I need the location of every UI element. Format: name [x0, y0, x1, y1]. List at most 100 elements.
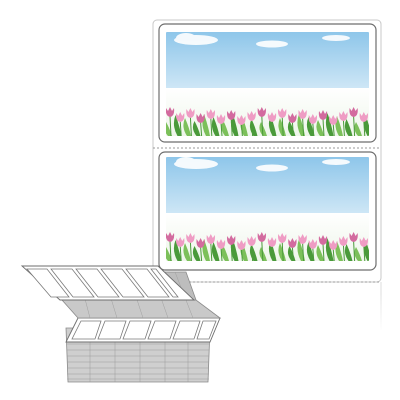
leaf-icon: [354, 247, 362, 261]
tulip-icon: [267, 237, 277, 247]
tulip-icon: [359, 237, 368, 247]
leaf-icon: [166, 122, 172, 136]
tulip-icon: [298, 234, 307, 244]
tulip-icon: [186, 108, 195, 118]
tulip-icon: [349, 107, 358, 117]
stem: [251, 244, 254, 261]
cloud-icon: [174, 33, 350, 48]
tulip-row: [166, 232, 369, 261]
stem: [353, 240, 356, 261]
tulip-icon: [186, 233, 195, 243]
leaf-icon: [183, 243, 191, 261]
stem: [291, 246, 294, 261]
tulip-icon: [339, 236, 348, 246]
tulip-icon: [329, 115, 338, 125]
stem: [240, 123, 243, 136]
tulip-icon: [196, 113, 205, 123]
label-bottom: [158, 151, 377, 271]
leaf-icon: [192, 246, 201, 261]
stem: [271, 120, 274, 136]
stem: [240, 248, 243, 261]
tulip-icon: [176, 112, 185, 122]
stem: [353, 115, 356, 136]
stem: [179, 120, 182, 136]
fanfold-stack: [20, 265, 222, 383]
stem: [200, 121, 203, 136]
stem: [179, 245, 182, 261]
tulip-icon: [216, 239, 226, 249]
tulip-icon: [206, 109, 215, 119]
stem: [251, 119, 254, 136]
stem: [342, 244, 345, 261]
tulip-row: [166, 107, 369, 136]
leaf-icon: [316, 245, 324, 261]
stem: [363, 120, 366, 136]
stem: [261, 240, 264, 261]
stem: [210, 242, 213, 261]
tulip-icon: [237, 115, 246, 125]
leaf-icon: [173, 240, 182, 261]
stem: [312, 247, 315, 261]
label-top-artwork: [166, 32, 369, 136]
leaf-icon: [344, 244, 353, 261]
tulip-icon: [237, 240, 246, 250]
tulip-icon: [257, 232, 266, 242]
leaf-icon: [192, 121, 201, 136]
tulip-icon: [359, 112, 368, 122]
leaf-icon: [316, 120, 324, 136]
stem: [169, 240, 172, 261]
leaf-icon: [325, 113, 334, 136]
stem: [332, 123, 335, 136]
tulip-icon: [288, 113, 297, 123]
tulip-icon: [298, 109, 307, 119]
tulip-icon: [339, 111, 348, 121]
leaf-icon: [344, 119, 353, 136]
leaf-icon: [259, 247, 267, 261]
leaf-icon: [278, 118, 286, 136]
leaf-icon: [354, 122, 362, 136]
tulip-icon: [206, 234, 215, 244]
stem: [230, 243, 233, 261]
leaf-icon: [173, 115, 182, 136]
tulip-icon: [349, 232, 358, 242]
tulip-icon: [257, 107, 266, 117]
stem: [363, 245, 366, 261]
leaf-icon: [211, 242, 220, 261]
leaf-icon: [221, 120, 229, 136]
tulip-icon: [227, 110, 236, 120]
stem: [220, 247, 223, 261]
tulip-icon: [166, 107, 175, 117]
tulip-icon: [318, 235, 328, 245]
leaf-icon: [183, 118, 191, 136]
tulip-icon: [278, 108, 287, 118]
tulip-icon: [278, 233, 287, 243]
label-bottom-artwork: [166, 157, 369, 261]
tulip-icon: [267, 112, 277, 122]
leaf-icon: [306, 242, 315, 261]
leaf-icon: [166, 247, 172, 261]
tulip-icon: [166, 232, 175, 242]
leaf-icon: [306, 117, 315, 136]
tulip-icon: [288, 238, 297, 248]
tulip-icon: [318, 110, 328, 120]
tulip-icon: [216, 114, 226, 124]
stem: [230, 118, 233, 136]
stem: [281, 241, 284, 261]
leaf-icon: [335, 116, 343, 136]
leaf-icon: [335, 241, 343, 261]
stem: [281, 116, 284, 136]
leaf-icon: [325, 238, 334, 261]
tulip-icon: [247, 111, 256, 121]
tulip-icon: [308, 114, 317, 124]
leaf-icon: [259, 122, 267, 136]
stem: [332, 248, 335, 261]
stem: [322, 243, 325, 261]
stem: [261, 115, 264, 136]
leaf-icon: [221, 245, 229, 261]
leaf-icon: [278, 243, 286, 261]
tulip-icon: [227, 235, 236, 245]
stem: [312, 122, 315, 136]
stem: [189, 241, 192, 261]
